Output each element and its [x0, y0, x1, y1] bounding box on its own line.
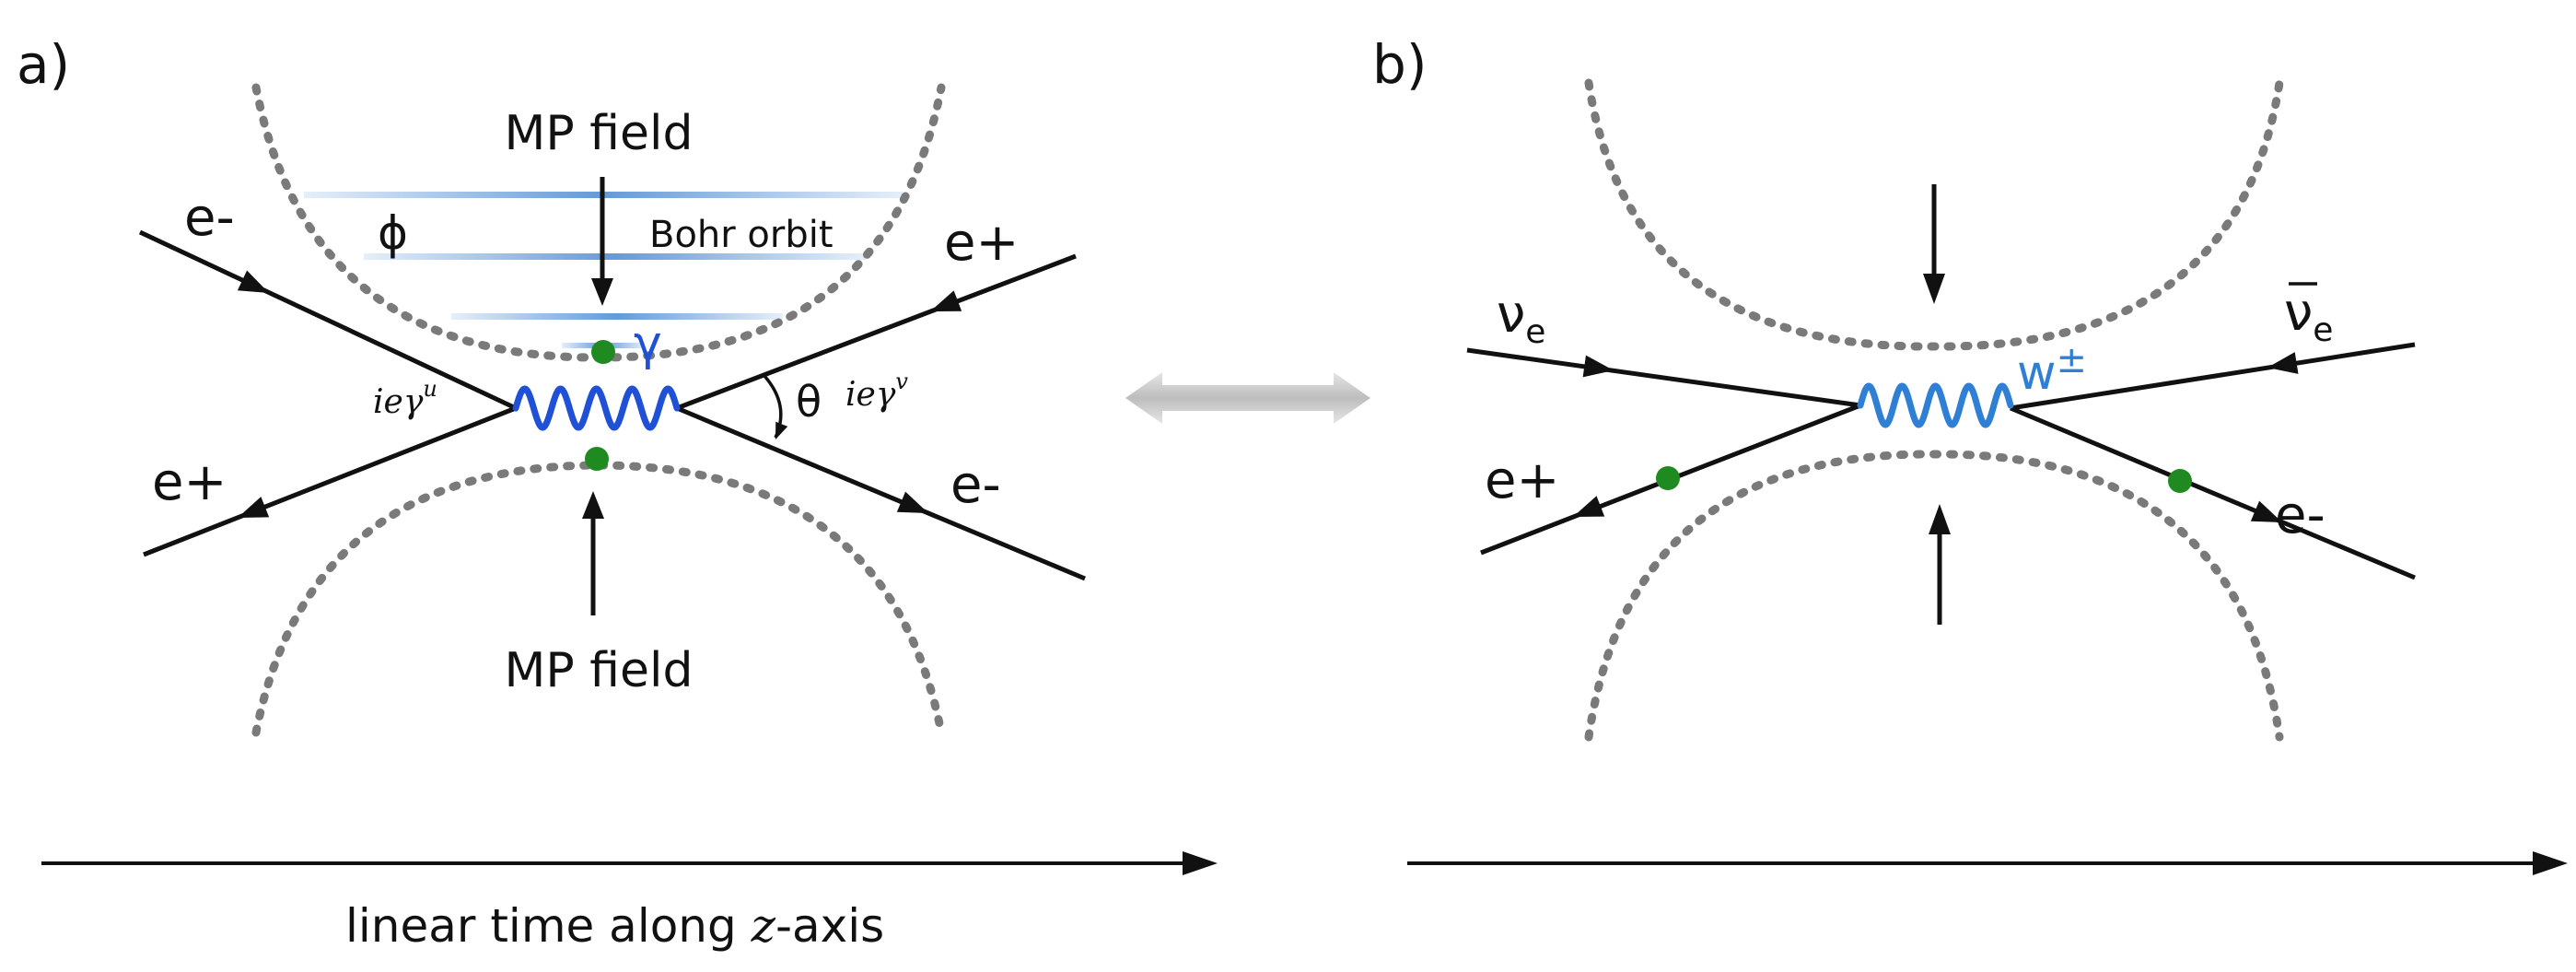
arrow-e-minus-out	[896, 491, 928, 513]
e-minus-out-line-b	[2010, 405, 2416, 580]
e-plus-in-line	[676, 253, 1077, 411]
vertex-factor-left: ieγu	[373, 376, 437, 421]
photon-wavy-line	[512, 385, 681, 431]
e-plus-out-line	[143, 405, 517, 557]
e-minus-in-line	[138, 229, 518, 411]
arrow-e-plus-in	[930, 290, 962, 311]
orbit-band-2	[364, 253, 866, 260]
field-boundary-top-b	[1584, 78, 2284, 351]
label-nu-e: νe	[1497, 285, 1545, 351]
fermion-lines	[138, 229, 1086, 581]
panel-a-label: a)	[17, 33, 70, 96]
mp-field-arrow-bottom	[582, 491, 604, 615]
nu-in-line	[1466, 347, 1861, 408]
mp-field-label-top: MP field	[505, 106, 694, 161]
panel-b-label: b)	[1372, 33, 1427, 96]
svg-text:νe: νe	[2284, 283, 2333, 349]
theta-label: θ	[796, 377, 822, 427]
equivalence-double-arrow	[1125, 372, 1370, 424]
w-boson-wavy-line	[1857, 382, 2014, 428]
field-arrow-bottom-b	[1929, 504, 1951, 625]
e-minus-out-line	[676, 405, 1086, 581]
panel-b: b) w± νe	[1372, 33, 2568, 875]
fermion-lines-b	[1466, 342, 2416, 580]
mp-field-arrow-top	[591, 177, 613, 306]
field-arrow-top-b	[1923, 184, 1945, 304]
time-axis-b	[1407, 851, 2568, 875]
vertex-dot-b-right	[2168, 469, 2192, 493]
label-nubar-e: νe	[2284, 282, 2333, 349]
label-e-minus-in: e-	[184, 188, 235, 248]
panel-a: a) MP field MP field ϕ Bohr orbit	[17, 33, 1218, 953]
field-boundary-bottom-b	[1584, 450, 2284, 742]
bohr-orbit-label: Bohr orbit	[649, 214, 833, 256]
label-e-minus-out: e-	[950, 455, 1001, 515]
arrow-e-plus-out-b	[1573, 496, 1605, 517]
nubar-in-line	[2010, 342, 2416, 411]
gamma-label: γ	[634, 316, 662, 371]
theta-angle-arc	[763, 374, 788, 439]
vertex-factor-right: ieγv	[845, 369, 908, 414]
arrow-nubar-in	[2267, 352, 2299, 374]
vertex-dot-bottom	[585, 447, 609, 471]
label-e-plus-out: e+	[152, 452, 227, 512]
phi-symbol: ϕ	[378, 206, 408, 260]
vertex-dot-b-left	[1656, 466, 1680, 490]
arrow-e-plus-out	[238, 497, 270, 518]
time-axis-label: linear time along z-axis	[345, 899, 884, 953]
label-e-plus-in: e+	[944, 213, 1019, 273]
vertex-dot-top	[591, 340, 615, 364]
arrow-e-minus-in	[237, 270, 269, 293]
label-e-plus-out-b: e+	[1485, 451, 1559, 510]
mp-field-label-bottom: MP field	[505, 643, 694, 698]
orbit-band-3	[451, 313, 783, 320]
arrow-nu-in	[1582, 355, 1614, 378]
time-axis-a	[41, 851, 1218, 875]
label-e-minus-out-b: e-	[2275, 486, 2325, 545]
arrow-e-minus-out-b	[2250, 500, 2282, 522]
w-boson-label: w±	[2017, 339, 2087, 401]
